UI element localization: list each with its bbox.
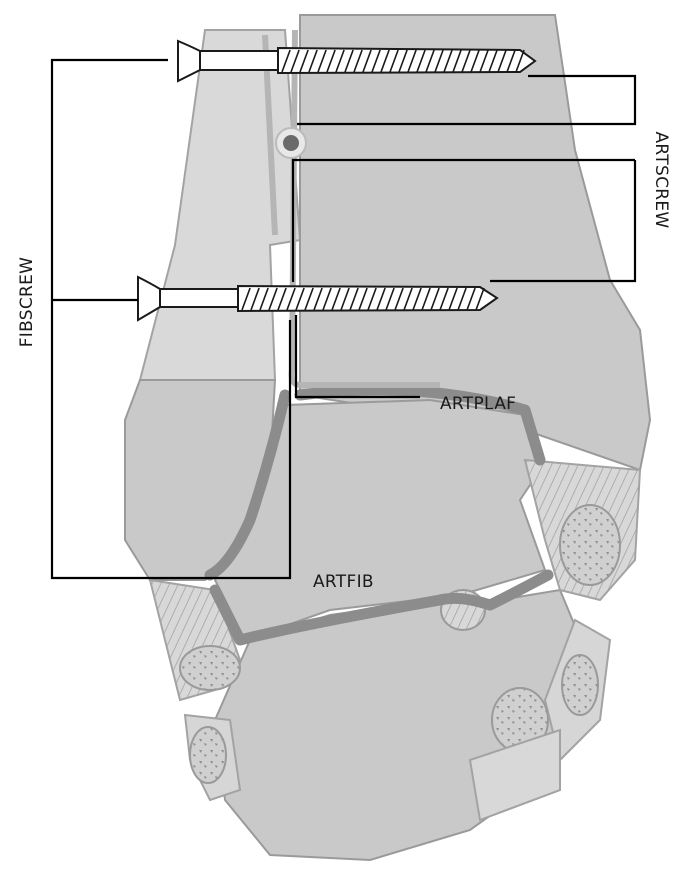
artscrew-label: ARTSCREW bbox=[651, 131, 671, 228]
fibscrew-label: FIBSCREW bbox=[17, 257, 37, 348]
artplaf-label: ARTPLAF bbox=[440, 394, 516, 414]
fibula-shaft bbox=[140, 30, 300, 380]
marker-dot-icon bbox=[276, 128, 306, 158]
artfib-label: ARTFIB bbox=[313, 572, 374, 592]
